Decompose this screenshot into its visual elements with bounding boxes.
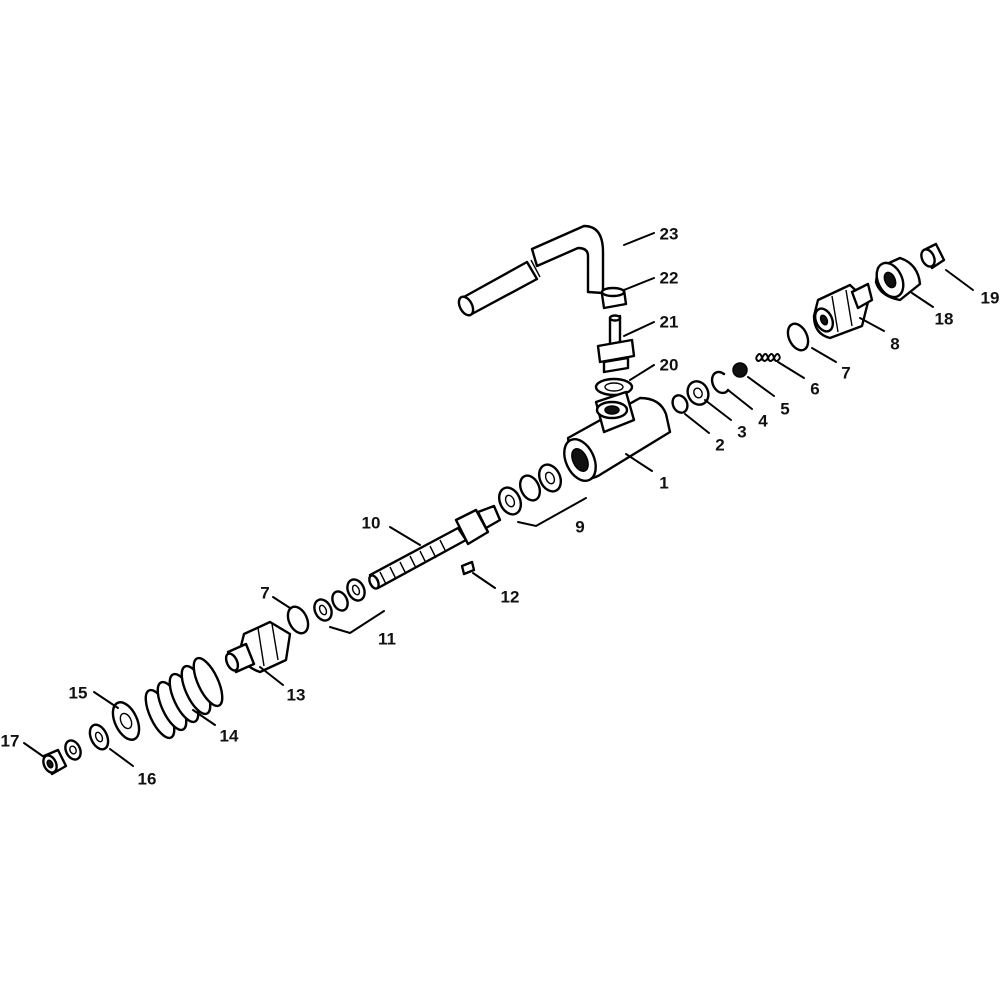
callout-label: 21 bbox=[660, 312, 679, 331]
callout-leader-line bbox=[747, 376, 775, 397]
callout-label: 11 bbox=[378, 629, 396, 648]
callout-leader-line bbox=[623, 232, 655, 246]
callout-21: 21 bbox=[623, 312, 679, 337]
callout-leader-line bbox=[109, 748, 134, 767]
callout-label: 5 bbox=[780, 399, 789, 418]
callout-19: 19 bbox=[945, 269, 1000, 307]
callout-12: 12 bbox=[472, 572, 520, 606]
callout-2: 2 bbox=[684, 413, 725, 454]
callout-leader-line bbox=[811, 347, 837, 363]
callout-leader-line bbox=[389, 526, 421, 546]
callout-leader-line bbox=[259, 666, 284, 686]
callout-leader-line bbox=[272, 596, 291, 609]
callout-14: 14 bbox=[192, 709, 239, 745]
part-15-spring-cup bbox=[111, 701, 141, 741]
part-13-adjuster bbox=[224, 620, 292, 674]
callout-22: 22 bbox=[623, 268, 679, 291]
callout-label: 19 bbox=[981, 288, 1000, 307]
callout-leader-line bbox=[727, 389, 753, 410]
callout-leader-line bbox=[704, 399, 732, 421]
callout-label: 8 bbox=[890, 334, 899, 353]
callout-label: 6 bbox=[810, 379, 819, 398]
callout-leader-line bbox=[945, 269, 974, 291]
callout-3: 3 bbox=[704, 399, 747, 441]
part-3-washer bbox=[686, 380, 710, 406]
callout-8: 8 bbox=[859, 317, 900, 353]
part-10-plunger bbox=[368, 504, 502, 590]
part-2-oring bbox=[671, 394, 689, 414]
callout-leader-line bbox=[192, 709, 216, 726]
callout-label: 3 bbox=[737, 422, 746, 441]
part-1-pump-body bbox=[563, 390, 672, 482]
part-washer-small bbox=[64, 739, 82, 761]
callout-18: 18 bbox=[911, 292, 954, 328]
callout-7: 7 bbox=[260, 583, 291, 609]
callout-label: 13 bbox=[287, 685, 306, 704]
part-22-nut bbox=[600, 286, 628, 310]
callout-label: 15 bbox=[69, 683, 88, 702]
callout-label: 9 bbox=[575, 517, 584, 536]
part-7-oring-lower bbox=[286, 605, 310, 635]
callout-leader-line bbox=[629, 364, 655, 381]
callout-label: 7 bbox=[841, 363, 850, 382]
callout-label: 2 bbox=[715, 435, 724, 454]
part-8-fitting bbox=[812, 282, 874, 340]
part-14-spring bbox=[144, 656, 224, 740]
callout-17: 17 bbox=[1, 731, 45, 758]
callout-9: 9 bbox=[575, 517, 584, 536]
callout-leader-line bbox=[472, 572, 496, 589]
callout-5: 5 bbox=[747, 376, 790, 418]
part-16-washer bbox=[88, 723, 110, 751]
part-21-nipple bbox=[596, 314, 636, 374]
part-12-pin bbox=[460, 560, 476, 576]
callout-1: 1 bbox=[625, 453, 669, 492]
part-18-union-nut bbox=[874, 256, 922, 302]
part-23-hose bbox=[457, 224, 605, 317]
callout-label: 23 bbox=[660, 224, 679, 243]
callout-label: 16 bbox=[138, 769, 157, 788]
callout-15: 15 bbox=[69, 683, 119, 709]
part-6-spring bbox=[755, 353, 781, 362]
callout-leader-line bbox=[23, 742, 45, 758]
callout-leader-line bbox=[777, 361, 805, 379]
callout-label: 10 bbox=[362, 513, 381, 532]
callout-16: 16 bbox=[109, 748, 157, 788]
callout-leader-line bbox=[684, 413, 710, 434]
callout-11: 11 bbox=[378, 629, 396, 648]
callout-leader-line bbox=[623, 321, 655, 337]
callout-label: 14 bbox=[220, 726, 239, 745]
part-7-oring-upper bbox=[786, 322, 810, 352]
callout-23: 23 bbox=[623, 224, 679, 246]
callout-label: 7 bbox=[260, 583, 269, 602]
callout-leader-line bbox=[623, 277, 655, 291]
callout-20: 20 bbox=[629, 355, 679, 381]
callout-leader-line bbox=[859, 317, 885, 332]
callout-leader-line bbox=[625, 453, 653, 472]
callout-13: 13 bbox=[259, 666, 306, 704]
part-19-sleeve bbox=[920, 242, 946, 270]
part-5-ball bbox=[732, 362, 748, 378]
callout-label: 22 bbox=[660, 268, 679, 287]
callout-4: 4 bbox=[727, 389, 768, 430]
callout-10: 10 bbox=[362, 513, 421, 546]
callout-leader-line bbox=[911, 292, 934, 308]
callout-label: 1 bbox=[659, 473, 668, 492]
part-11-seal-set bbox=[313, 578, 385, 635]
callout-label: 12 bbox=[501, 587, 520, 606]
callout-label: 4 bbox=[758, 411, 768, 430]
callout-label: 20 bbox=[660, 355, 679, 374]
part-17-nut bbox=[42, 748, 68, 776]
callout-7: 7 bbox=[811, 347, 851, 382]
callout-label: 17 bbox=[1, 731, 20, 750]
part-9-seal-set bbox=[497, 463, 587, 528]
callout-label: 18 bbox=[935, 309, 954, 328]
callout-leader-line bbox=[93, 691, 119, 709]
part-4-snap-ring bbox=[710, 370, 730, 395]
callout-6: 6 bbox=[777, 361, 820, 398]
